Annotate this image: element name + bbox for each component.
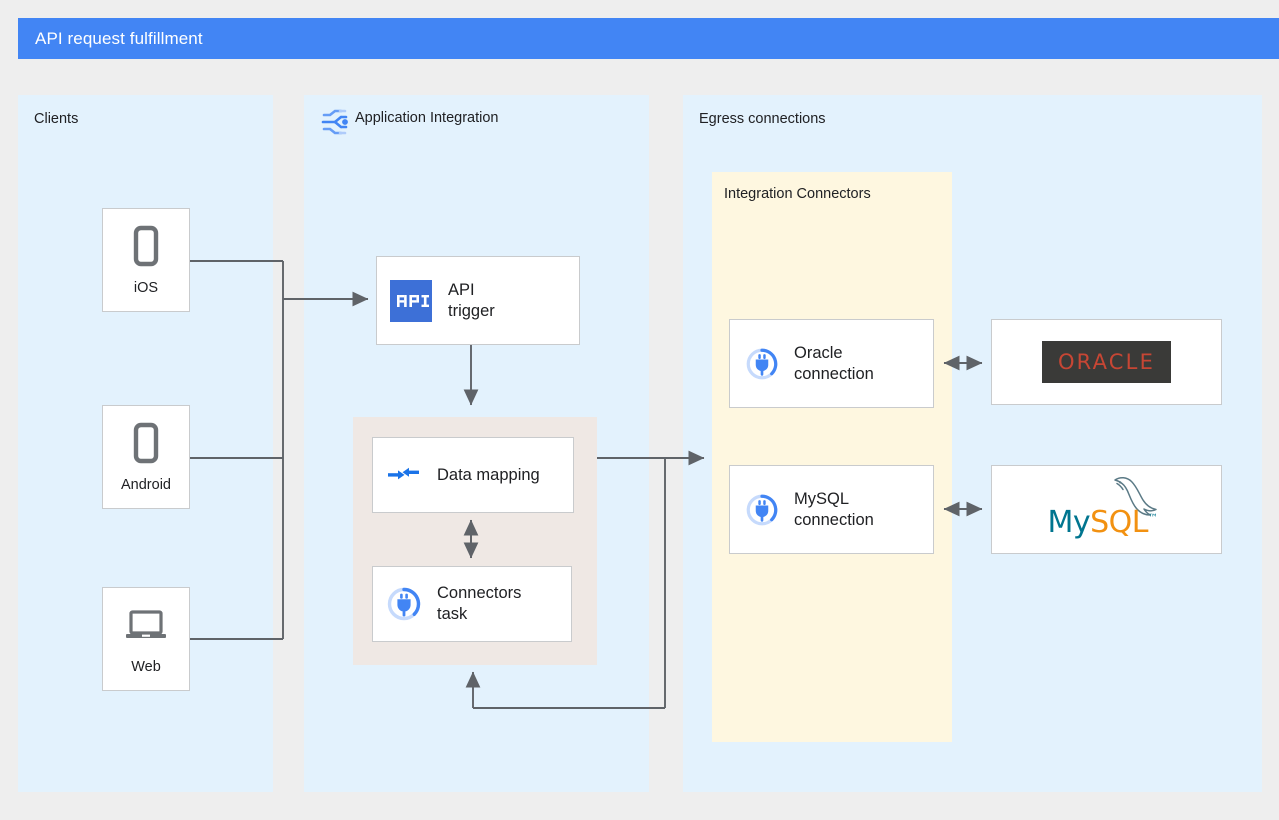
- connector-plug-icon: [744, 492, 780, 528]
- client-card-web[interactable]: Web: [102, 587, 190, 691]
- laptop-icon: [122, 601, 170, 649]
- node-data-mapping[interactable]: Data mapping: [372, 437, 574, 513]
- node-label-data-mapping: Data mapping: [437, 465, 540, 484]
- node-mysql-connection[interactable]: MySQL connection: [729, 465, 934, 554]
- application-integration-icon: [320, 106, 352, 138]
- panel-application-integration-label: Application Integration: [355, 110, 499, 126]
- panel-integration-connectors: Integration Connectors: [712, 172, 952, 742]
- client-card-ios[interactable]: iOS: [102, 208, 190, 312]
- phone-icon: [122, 222, 170, 270]
- phone-icon: [122, 419, 170, 467]
- node-label-connectors-task: Connectors task: [437, 584, 522, 623]
- node-label-mysql-connection: MySQL connection: [794, 489, 874, 529]
- connector-plug-icon: [744, 346, 780, 382]
- client-card-android[interactable]: Android: [102, 405, 190, 509]
- node-label-oracle-connection: Oracle connection: [794, 343, 874, 383]
- diagram-title-bar: API request fulfillment: [18, 18, 1279, 59]
- connector-plug-icon: [385, 585, 423, 623]
- panel-integration-connectors-label: Integration Connectors: [724, 186, 871, 202]
- mysql-wordmark-my: My: [1047, 504, 1091, 540]
- node-mysql-system: MySQL™: [991, 465, 1222, 554]
- client-label-android: Android: [121, 476, 171, 493]
- dolphin-icon: [1104, 474, 1164, 525]
- mysql-logo: MySQL™: [1042, 474, 1172, 546]
- data-mapping-icon: [385, 456, 423, 494]
- client-label-ios: iOS: [133, 279, 159, 296]
- oracle-logo: ORACLE: [1041, 341, 1172, 383]
- node-connectors-task[interactable]: Connectors task: [372, 566, 572, 642]
- page-title: API request fulfillment: [35, 28, 203, 48]
- client-label-web: Web: [131, 658, 161, 675]
- api-trigger-icon: [390, 279, 432, 322]
- node-label-api-trigger: API trigger: [448, 280, 495, 320]
- panel-egress-label: Egress connections: [699, 111, 826, 127]
- panel-clients-label: Clients: [34, 111, 79, 127]
- node-oracle-system: ORACLE: [991, 319, 1222, 405]
- mysql-trademark: ™: [1148, 512, 1158, 524]
- node-api-trigger[interactable]: API trigger: [376, 256, 580, 345]
- mysql-wordmark-sql: SQL: [1090, 504, 1149, 540]
- node-oracle-connection[interactable]: Oracle connection: [729, 319, 934, 408]
- oracle-wordmark: ORACLE: [1057, 350, 1156, 374]
